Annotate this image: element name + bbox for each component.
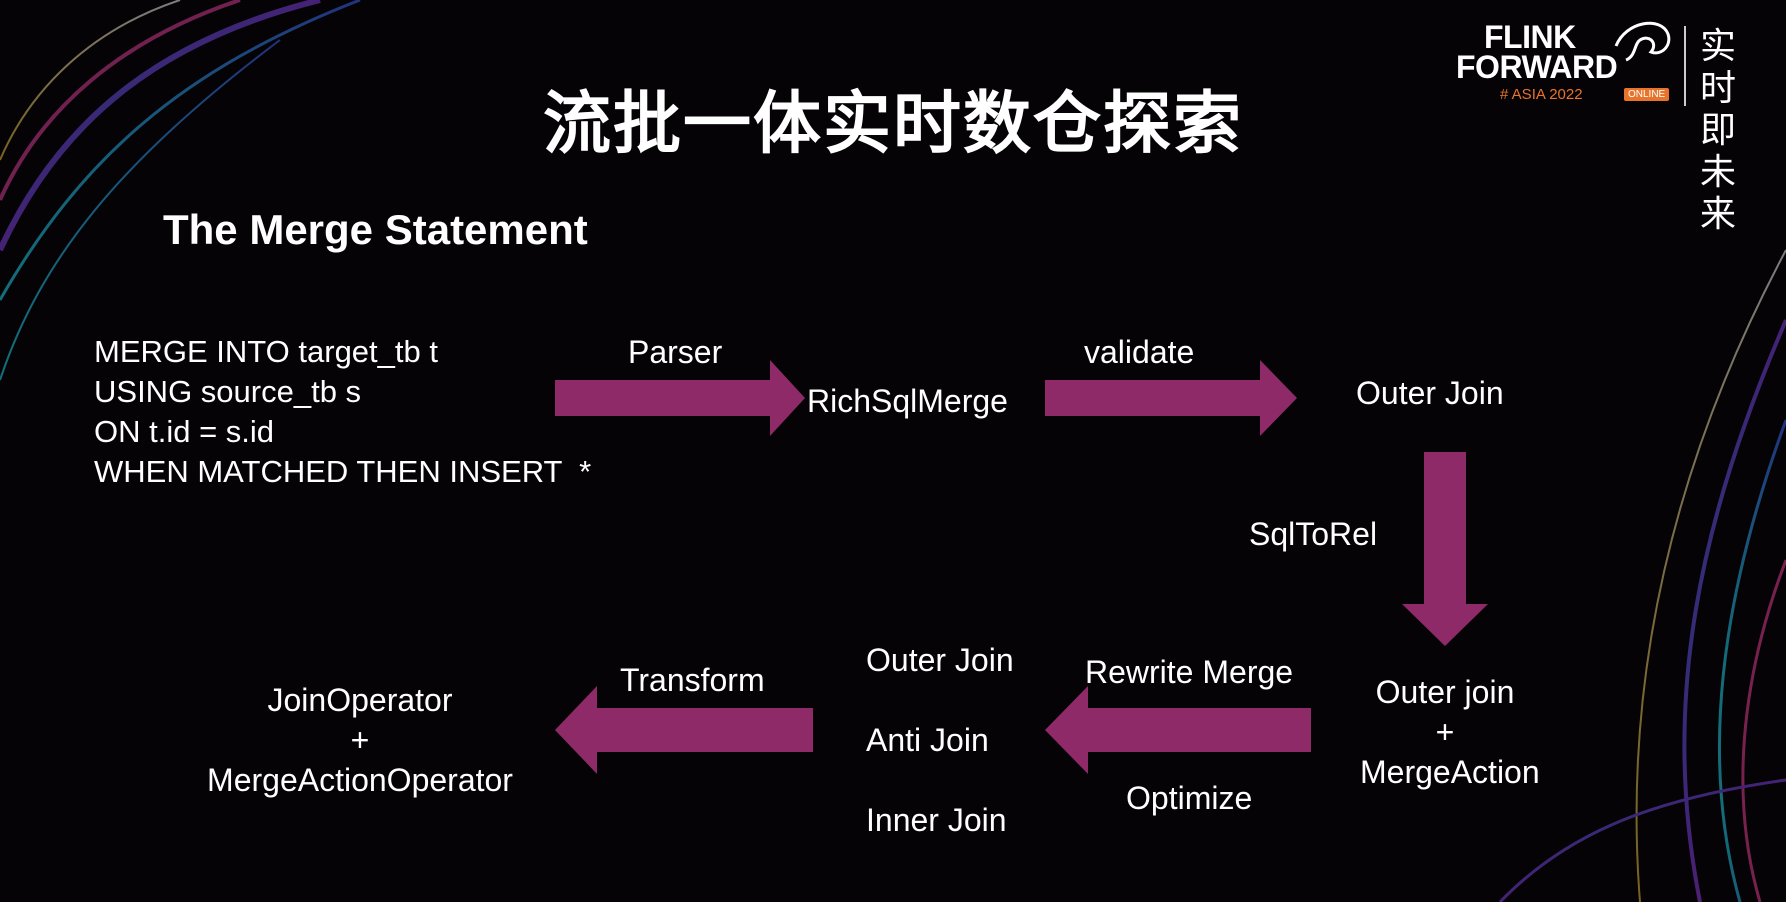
label-validate: validate <box>1084 334 1195 370</box>
online-badge: ONLINE <box>1624 88 1670 101</box>
logo-line-flink: FLINK <box>1484 19 1576 55</box>
label-optimize: Optimize <box>1126 780 1253 816</box>
arrow-transform <box>555 686 813 774</box>
arrow-sqltorel <box>1402 452 1488 646</box>
squirrel-icon <box>1614 21 1671 62</box>
flink-forward-logo: FLINK FORWARD # ASIA 2022 ONLINE 实时即未来 <box>1456 19 1756 235</box>
sql-line: ON t.id = s.id <box>94 414 275 449</box>
sql-line: USING source_tb s <box>94 374 362 409</box>
sql-statement: MERGE INTO target_tb t USING source_tb s O… <box>94 332 591 492</box>
label-parser: Parser <box>628 334 723 370</box>
node-join-outer: Outer Join <box>866 642 1014 678</box>
node-rich-sql-merge: RichSqlMerge <box>807 383 1008 419</box>
arrow-parser <box>555 360 805 436</box>
logo-divider <box>1684 26 1686 106</box>
node-outer-join-merge-action: Outer join + MergeAction <box>1360 672 1540 792</box>
arrow-validate <box>1045 360 1297 436</box>
node-join-inner: Inner Join <box>866 802 1007 838</box>
slide-subtitle: The Merge Statement <box>163 206 588 253</box>
node-line: JoinOperator <box>267 682 453 718</box>
label-sql-to-rel: SqlToRel <box>1249 516 1378 552</box>
logo-slogan: 实时即未来 <box>1700 26 1737 235</box>
arrow-rewrite-merge <box>1045 686 1311 774</box>
node-line: Outer join <box>1375 674 1515 710</box>
node-line: + <box>1435 714 1455 750</box>
node-line: + <box>350 722 370 758</box>
node-join-anti: Anti Join <box>866 722 989 758</box>
node-outer-join: Outer Join <box>1356 375 1504 411</box>
sql-line: MERGE INTO target_tb t <box>94 334 438 369</box>
logo-line-forward: FORWARD <box>1456 49 1618 85</box>
label-transform: Transform <box>620 662 765 698</box>
node-line: MergeAction <box>1360 754 1540 790</box>
sql-line: WHEN MATCHED THEN INSERT * <box>94 454 592 489</box>
logo-edition: # ASIA 2022 <box>1500 86 1583 103</box>
logo-wordmark: FLINK FORWARD <box>1456 19 1618 85</box>
node-line: MergeActionOperator <box>207 762 513 798</box>
slide-title: 流批一体实时数仓探索 <box>542 85 1243 164</box>
node-operators: JoinOperator + MergeActionOperator <box>180 680 540 800</box>
label-rewrite-merge: Rewrite Merge <box>1085 654 1294 690</box>
